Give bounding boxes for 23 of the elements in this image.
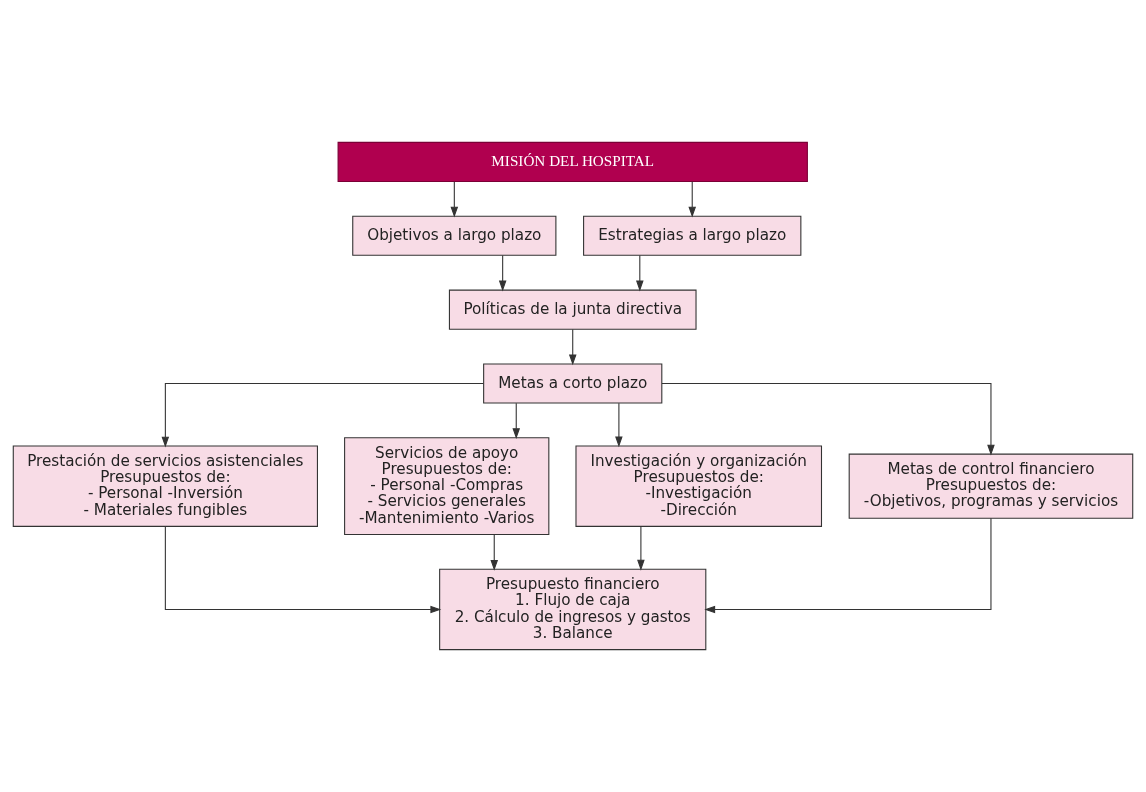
node-box: Investigación y organización Presupuestos de: -Investigación -Dirección — [575, 445, 823, 527]
arrow — [637, 526, 645, 571]
node-box: Metas a corto plazo — [483, 363, 663, 404]
arrow — [450, 181, 459, 218]
node-box: Estrategias a largo plazo — [583, 215, 802, 256]
node-box: Prestación de servicios asistenciales Presupuestos de: - Personal -Inversión - Materiales fungibles — [12, 445, 318, 527]
arrow — [661, 382, 995, 456]
node-box: Servicios de apoyo Presupuestos de: - Personal -Compras - Servicios generales -Mantenimiento -Varios — [344, 437, 550, 536]
arrow — [498, 255, 507, 292]
node-box: Políticas de la junta directiva — [448, 289, 697, 330]
arrow — [161, 382, 484, 448]
node-box: Metas de control financiero Presupuestos de: -Objetivos, programas y servicios — [848, 453, 1134, 519]
arrow — [704, 517, 992, 614]
arrow — [568, 328, 577, 366]
arrow — [688, 181, 697, 218]
node-box: Objetivos a largo plazo — [352, 215, 557, 256]
node-box: MISIÓN DEL HOSPITAL — [337, 141, 808, 182]
arrow — [636, 255, 644, 292]
arrow — [164, 526, 442, 614]
arrow — [512, 402, 521, 440]
arrow — [490, 534, 499, 571]
node-box: Presupuesto financiero 1. Flujo de caja 2. Cálculo de ingresos y gastos 3. Balance — [439, 568, 707, 651]
arrow — [615, 402, 623, 448]
